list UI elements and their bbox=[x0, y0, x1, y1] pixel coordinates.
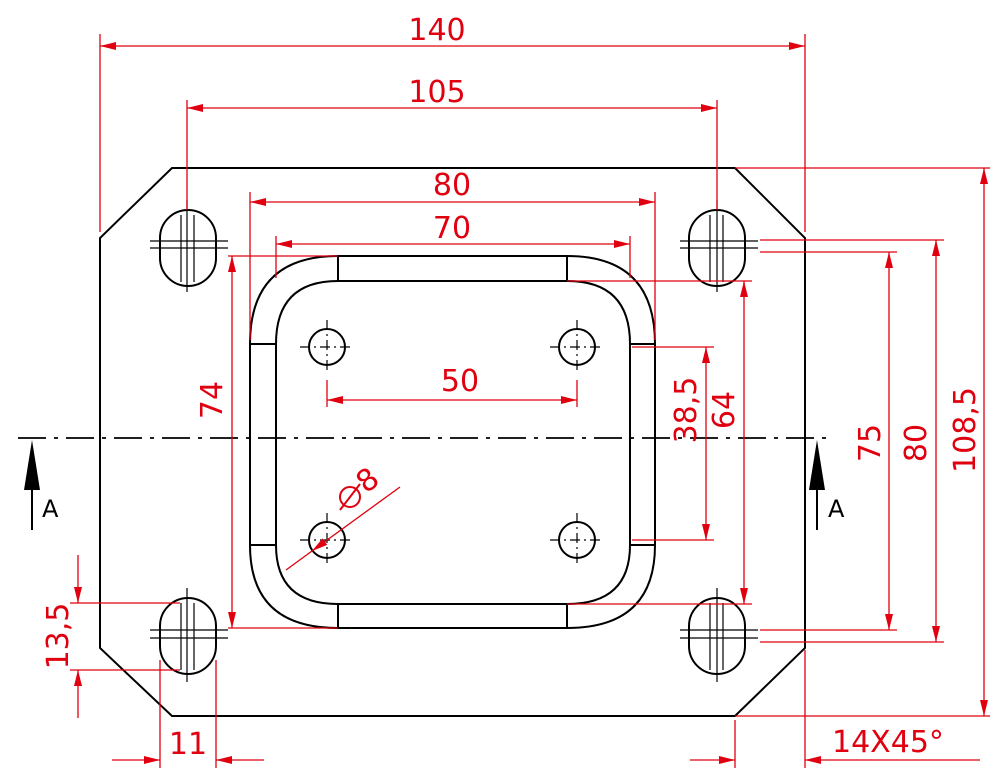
section-label-left: A bbox=[42, 495, 59, 523]
dim-pocket-outer-width: 80 bbox=[433, 168, 471, 203]
dim-hole-diameter: 8 bbox=[350, 461, 386, 500]
dim-overall-width: 140 bbox=[408, 13, 465, 48]
diameter-icon bbox=[339, 483, 361, 511]
dim-slot-center-width: 105 bbox=[408, 75, 465, 110]
hole-bottom-right bbox=[550, 513, 604, 567]
part-geometry: A A bbox=[18, 167, 845, 717]
pocket-tangent-lines bbox=[250, 256, 655, 628]
arrow-up-icon bbox=[809, 440, 825, 490]
hole-top-left bbox=[300, 320, 354, 374]
dim-chamfer: 14X45° bbox=[832, 725, 944, 760]
dim-slot-spacing-y: 75 bbox=[853, 424, 888, 462]
dimensions: 140 105 80 70 50 74 38,5 64 75 80 108,5 … bbox=[41, 13, 990, 768]
pocket-outer-outline bbox=[249, 255, 656, 629]
dimension-lines bbox=[74, 42, 988, 764]
section-arrow-right: A bbox=[809, 440, 845, 530]
section-arrow-left: A bbox=[24, 440, 59, 530]
slot-bottom-left bbox=[150, 588, 228, 682]
dim-overall-height: 108,5 bbox=[948, 387, 983, 473]
slot-top-left bbox=[150, 200, 228, 292]
dim-slot-width: 11 bbox=[169, 727, 207, 762]
dim-pocket-inner-width: 70 bbox=[433, 211, 471, 246]
extension-lines bbox=[70, 34, 990, 768]
arrow-up-icon bbox=[24, 440, 40, 490]
dim-slot-outer-height: 80 bbox=[899, 424, 934, 462]
section-label-right: A bbox=[828, 495, 845, 523]
slot-top-right bbox=[680, 200, 758, 292]
slot-bottom-right bbox=[680, 588, 758, 682]
dim-pocket-height: 74 bbox=[195, 381, 230, 419]
dim-hole-spacing-x: 50 bbox=[441, 364, 479, 399]
hole-top-right bbox=[550, 320, 604, 374]
dim-slot-length: 13,5 bbox=[41, 603, 76, 670]
dim-hole-spacing-y: 38,5 bbox=[669, 377, 704, 444]
dim-pocket-inner-height: 64 bbox=[707, 391, 742, 429]
